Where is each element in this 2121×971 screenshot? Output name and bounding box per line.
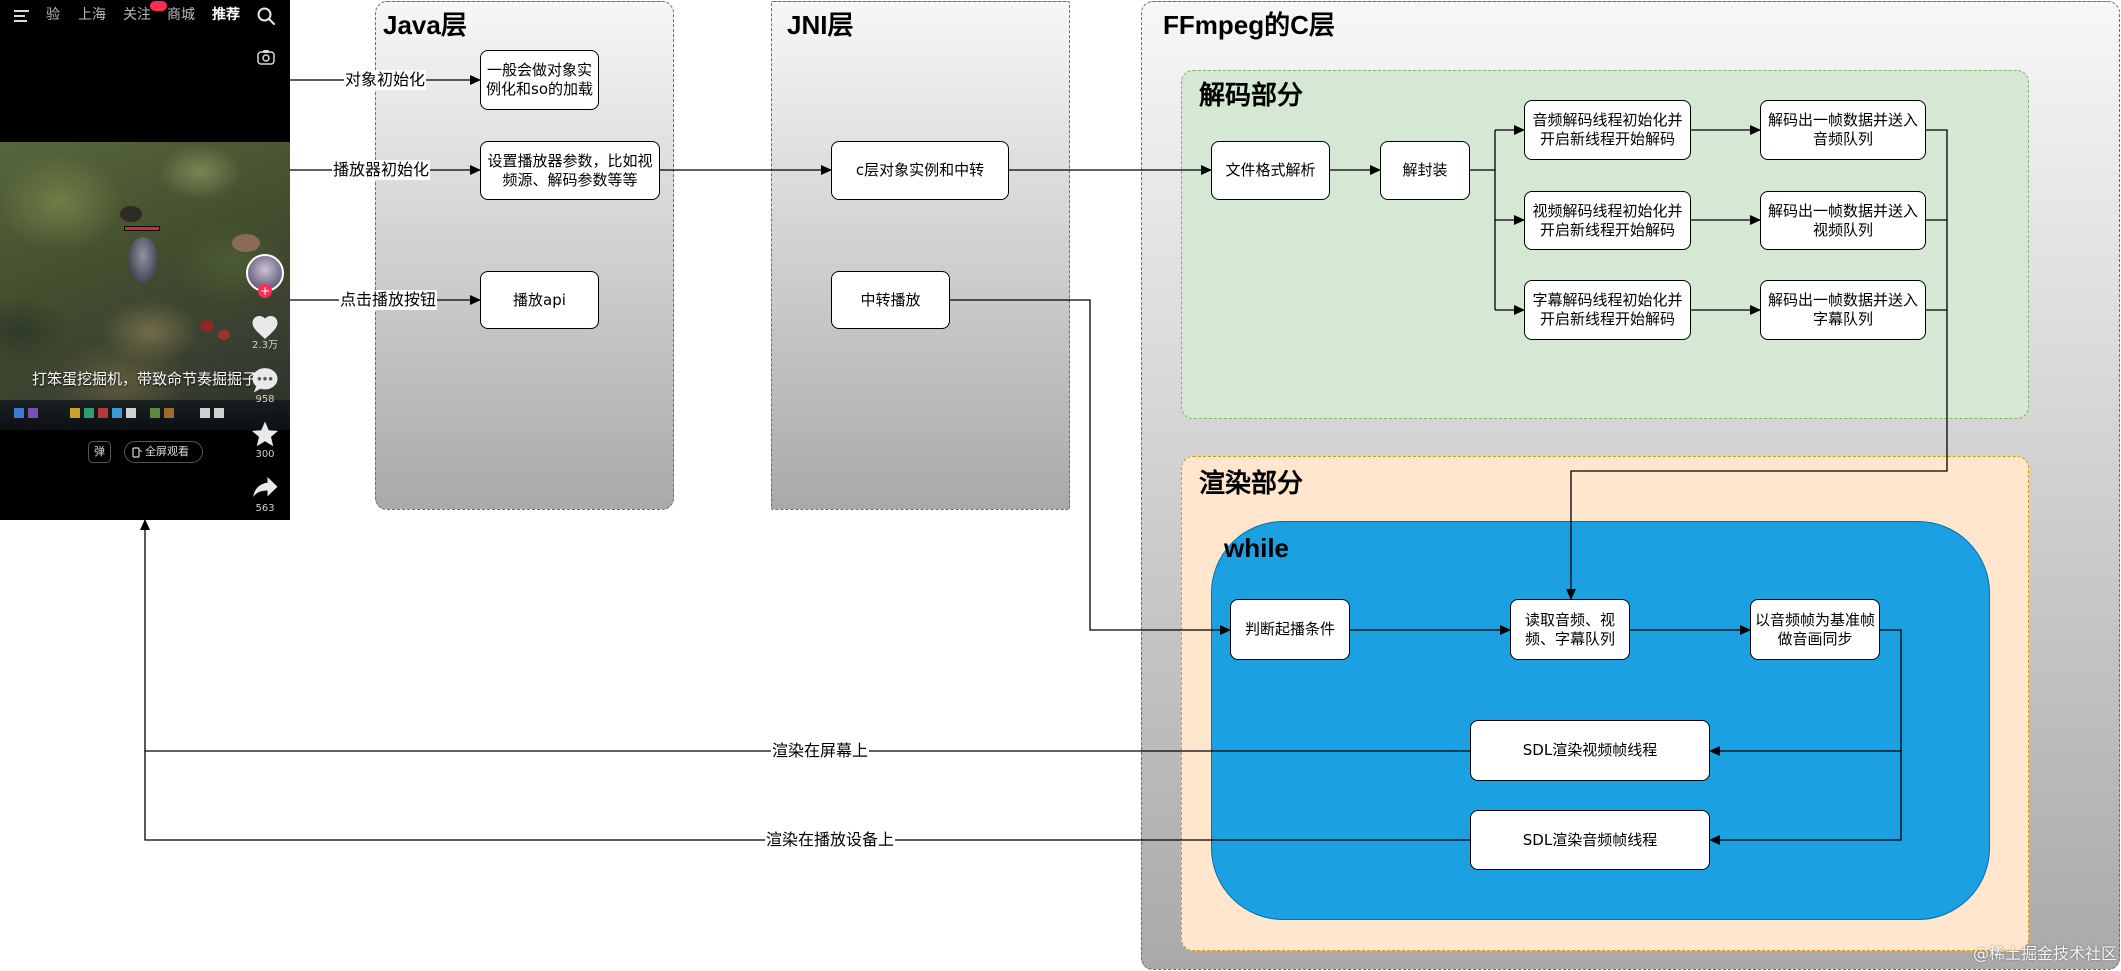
node-text: 字幕解码线程初始化并 — [1532, 291, 1683, 309]
node-sdl-audio-thread: SDL渲染音频帧线程 — [1470, 810, 1710, 870]
node-text: 例化和so的加载 — [486, 80, 593, 98]
heart-icon[interactable] — [250, 312, 280, 340]
share-count: 563 — [255, 503, 275, 514]
danmaku-toggle-button[interactable]: 弹 — [88, 441, 111, 463]
node-text: 音频解码线程初始化并 — [1532, 111, 1683, 129]
edge-label-object-init: 对象初始化 — [343, 70, 427, 90]
fullscreen-button[interactable]: 全屏观看 — [124, 441, 203, 463]
camera-icon[interactable] — [257, 49, 275, 65]
follow-plus-icon[interactable]: + — [258, 284, 272, 298]
decode-section-title: 解码部分 — [1199, 80, 1304, 110]
node-demux: 解封装 — [1380, 141, 1470, 200]
node-audio-queue: 解码出一帧数据并送入 音频队列 — [1760, 100, 1926, 160]
node-java-player-params: 设置播放器参数，比如视 频源、解码参数等等 — [480, 141, 660, 200]
nav-tab-follow[interactable]: 关注 — [123, 7, 151, 23]
edge-label-render-device: 渲染在播放设备上 — [764, 830, 896, 850]
rotate-screen-icon — [132, 447, 142, 458]
jni-layer — [771, 1, 1070, 510]
minion-sprite — [218, 330, 230, 340]
node-text: 播放api — [513, 290, 566, 309]
node-text: 解码出一帧数据并送入 — [1767, 111, 1918, 129]
node-text: 频源、解码参数等等 — [502, 170, 638, 189]
share-icon[interactable] — [250, 473, 280, 501]
node-av-sync: 以音频帧为基准帧 做音画同步 — [1750, 599, 1880, 660]
node-text: 字幕队列 — [1812, 310, 1873, 328]
nav-tab-1[interactable]: 验 — [46, 7, 60, 23]
phone-screenshot: 验 上海 关注 商城 推荐 打笨蛋挖掘机，带致命节奏掘掘子 + 2.3万 — [0, 0, 290, 520]
node-video-queue: 解码出一帧数据并送入 视频队列 — [1760, 191, 1926, 250]
node-text: SDL渲染视频帧线程 — [1522, 741, 1658, 759]
like-count: 2.3万 — [252, 340, 278, 351]
fullscreen-label: 全屏观看 — [145, 445, 189, 458]
node-text: 中转播放 — [860, 290, 921, 309]
comment-icon[interactable] — [250, 366, 280, 394]
node-text: 开启新线程开始解码 — [1539, 130, 1675, 148]
edge-label-player-init: 播放器初始化 — [331, 160, 431, 180]
node-text: 读取音频、视 — [1524, 610, 1615, 629]
live-badge — [150, 1, 167, 11]
node-text: SDL渲染音频帧线程 — [1522, 830, 1658, 849]
render-section-title: 渲染部分 — [1199, 468, 1304, 498]
champion-sprite — [128, 237, 158, 283]
while-loop-title: while — [1224, 533, 1290, 563]
comment-count: 958 — [255, 394, 275, 405]
node-text: 开启新线程开始解码 — [1539, 220, 1675, 239]
node-text: 做音画同步 — [1777, 629, 1853, 648]
node-text: 视频队列 — [1812, 220, 1873, 239]
node-subtitle-decode-thread: 字幕解码线程初始化并 开启新线程开始解码 — [1524, 280, 1691, 340]
nav-tab-shanghai[interactable]: 上海 — [78, 7, 106, 23]
node-text: 以音频帧为基准帧 — [1754, 610, 1875, 629]
search-icon[interactable] — [256, 6, 276, 26]
node-text: 频、字幕队列 — [1524, 629, 1615, 648]
edge-label-click-play: 点击播放按钮 — [338, 290, 438, 310]
video-caption: 打笨蛋挖掘机，带致命节奏掘掘子 — [32, 370, 258, 388]
node-text: 解码出一帧数据并送入 — [1767, 291, 1918, 309]
node-jni-relay-play: 中转播放 — [831, 271, 950, 329]
node-start-check: 判断起播条件 — [1230, 599, 1350, 660]
node-jni-instance-relay: c层对象实例和中转 — [831, 141, 1009, 200]
node-text: 判断起播条件 — [1244, 620, 1335, 638]
node-java-object-init: 一般会做对象实 例化和so的加载 — [480, 50, 599, 110]
unit-sprite — [120, 206, 142, 222]
edge-label-render-screen: 渲染在屏幕上 — [770, 741, 870, 761]
favorite-count: 300 — [255, 449, 275, 460]
game-hud — [0, 400, 290, 430]
node-text: 视频解码线程初始化并 — [1532, 201, 1683, 220]
unit-sprite — [232, 234, 260, 252]
node-video-decode-thread: 视频解码线程初始化并 开启新线程开始解码 — [1524, 191, 1691, 250]
node-format-parse: 文件格式解析 — [1211, 141, 1330, 200]
nav-tab-mall[interactable]: 商城 — [167, 7, 195, 23]
node-text: 音频队列 — [1812, 130, 1873, 148]
node-sdl-video-thread: SDL渲染视频帧线程 — [1470, 720, 1710, 781]
node-text: 文件格式解析 — [1225, 161, 1316, 179]
ffmpeg-c-layer-title: FFmpeg的C层 — [1163, 10, 1335, 40]
node-text: 解封装 — [1402, 161, 1448, 179]
watermark: @稀土掘金技术社区 — [1972, 944, 2117, 963]
health-bar — [124, 226, 160, 231]
node-java-play-api: 播放api — [480, 271, 599, 329]
node-text: c层对象实例和中转 — [855, 161, 985, 179]
node-read-queues: 读取音频、视 频、字幕队列 — [1510, 599, 1630, 660]
node-audio-decode-thread: 音频解码线程初始化并 开启新线程开始解码 — [1524, 100, 1691, 160]
node-text: 开启新线程开始解码 — [1539, 310, 1675, 328]
node-text: 一般会做对象实 — [486, 61, 592, 79]
menu-icon[interactable] — [14, 10, 29, 22]
node-text: 设置播放器参数，比如视 — [487, 151, 653, 170]
star-icon[interactable] — [250, 420, 280, 448]
node-text: 解码出一帧数据并送入 — [1767, 201, 1918, 220]
node-subtitle-queue: 解码出一帧数据并送入 字幕队列 — [1760, 280, 1926, 340]
video-frame[interactable] — [0, 142, 290, 430]
minion-sprite — [200, 320, 214, 332]
danmaku-label: 弹 — [94, 445, 105, 458]
jni-layer-title: JNI层 — [787, 10, 854, 40]
nav-tab-recommend[interactable]: 推荐 — [212, 7, 240, 23]
java-layer-title: Java层 — [383, 10, 467, 40]
